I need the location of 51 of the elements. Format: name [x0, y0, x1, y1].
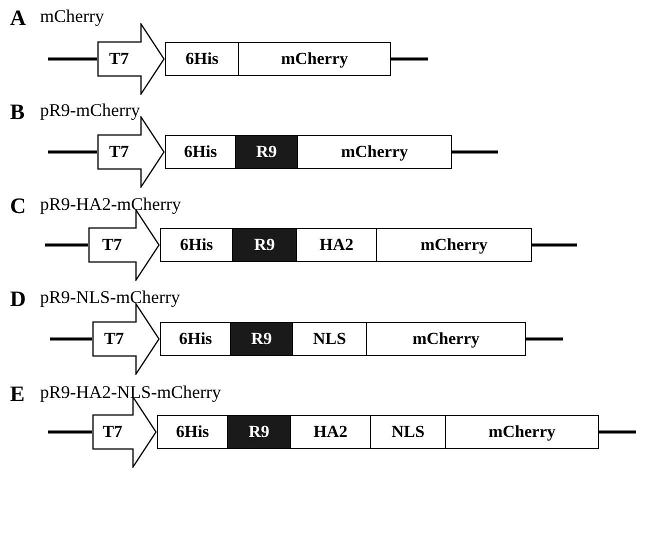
segment-label: HA2 [320, 234, 354, 256]
segment-label: mCherry [412, 328, 480, 350]
gene-segment [296, 228, 377, 262]
gene-segment [376, 228, 532, 262]
segment-label: mCherry [420, 234, 488, 256]
segment-label: NLS [391, 421, 425, 444]
gene-segment [238, 42, 391, 76]
segment-label: 6His [180, 234, 214, 256]
segment-label: R9 [251, 328, 272, 350]
construct-title: pR9-NLS-mCherry [40, 286, 180, 309]
panel-letter: A [10, 4, 26, 32]
gene-segment [370, 415, 446, 449]
segment-label: 6His [185, 48, 219, 70]
gene-segment [165, 42, 239, 76]
segment-label: R9 [248, 421, 270, 444]
dark-segment [230, 322, 293, 356]
gene-segment [165, 135, 236, 169]
gene-segment [160, 322, 231, 356]
panel-letter: E [10, 380, 25, 408]
segment-label: T7 [104, 328, 124, 350]
construct-title: pR9-HA2-mCherry [40, 193, 181, 216]
segment-label: 6His [178, 328, 212, 350]
dark-segment [227, 415, 291, 449]
segment-label: T7 [109, 141, 129, 164]
segment-label: HA2 [314, 421, 348, 444]
segment-label: T7 [102, 234, 122, 256]
panel-letter: B [10, 98, 25, 126]
segment-label: T7 [102, 421, 122, 444]
segment-label: 6His [176, 421, 210, 444]
gene-segment [290, 415, 371, 449]
gene-segment [160, 228, 233, 262]
panel-letter: D [10, 285, 26, 313]
segment-label: mCherry [488, 421, 556, 444]
construct-title: pR9-HA2-NLS-mCherry [40, 381, 221, 404]
segment-label: mCherry [340, 141, 408, 164]
dark-segment [235, 135, 298, 169]
segment-label: NLS [312, 328, 346, 350]
segment-label: 6His [184, 141, 218, 164]
panel-letter: C [10, 192, 26, 220]
dark-segment [232, 228, 297, 262]
gene-segment [157, 415, 228, 449]
gene-segment [445, 415, 599, 449]
segment-label: mCherry [280, 48, 348, 70]
gene-segment [292, 322, 367, 356]
construct-title: mCherry [40, 5, 104, 28]
segment-label: R9 [254, 234, 275, 256]
construct-title: pR9-mCherry [40, 99, 140, 122]
segment-label: R9 [256, 141, 277, 164]
gene-segment [366, 322, 526, 356]
segment-label: T7 [109, 48, 129, 70]
gene-segment [297, 135, 452, 169]
